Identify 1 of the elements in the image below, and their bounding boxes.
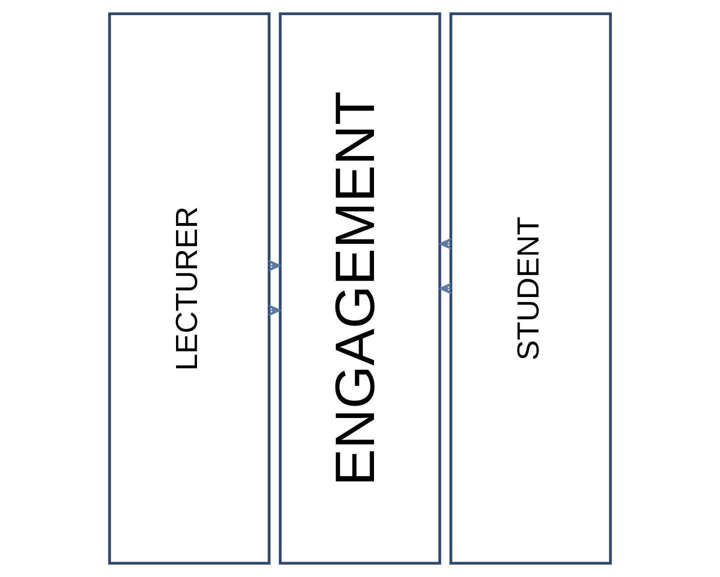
node-box: ENGAGEMENT [278, 12, 442, 565]
